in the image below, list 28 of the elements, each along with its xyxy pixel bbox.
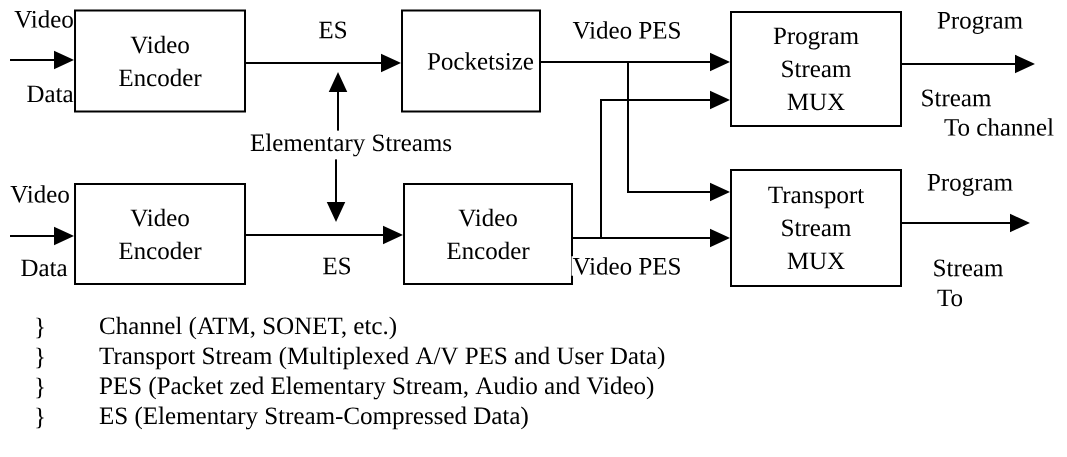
process-box: Video Encoder bbox=[74, 183, 246, 285]
process-box: Transport Stream MUX bbox=[730, 169, 902, 287]
process-box: Video Encoder bbox=[74, 9, 246, 113]
legend-text: Channel (ATM, SONET, etc.) bbox=[100, 316, 396, 340]
legend-text: PES (Packet zed Elementary Stream, Audio and Video) bbox=[99, 376, 654, 400]
process-box: Video Encoder bbox=[403, 183, 573, 285]
process-box: Program Stream MUX bbox=[730, 11, 902, 127]
edge-label: Video PES bbox=[571, 256, 683, 276]
label-text: Stream bbox=[922, 89, 991, 107]
label-text: To bbox=[937, 289, 963, 307]
brace-symbol: } bbox=[36, 407, 44, 429]
legend-text: ES (Elementary Stream-Compressed Data) bbox=[99, 406, 528, 430]
label-text: To channel bbox=[944, 118, 1054, 136]
label-text: Program bbox=[937, 12, 1023, 34]
process-box: Pocketsize bbox=[401, 9, 541, 113]
label-text: Data bbox=[27, 85, 74, 103]
label-text: Data bbox=[21, 259, 68, 277]
label-text: Program bbox=[927, 174, 1013, 196]
brace-symbol: } bbox=[36, 347, 44, 369]
label-text: Stream bbox=[934, 259, 1003, 277]
brace-symbol: } bbox=[36, 317, 44, 339]
edge-label: ES bbox=[321, 256, 353, 276]
edge-label: Video PES bbox=[571, 20, 683, 40]
brace-symbol: } bbox=[36, 377, 44, 399]
legend-text: Transport Stream (Multiplexed A/V PES and User Data) bbox=[99, 346, 665, 370]
edge-label: ES bbox=[317, 20, 349, 40]
label-text: Video bbox=[10, 185, 69, 203]
annotation-text: Elementary Streams bbox=[250, 133, 452, 157]
